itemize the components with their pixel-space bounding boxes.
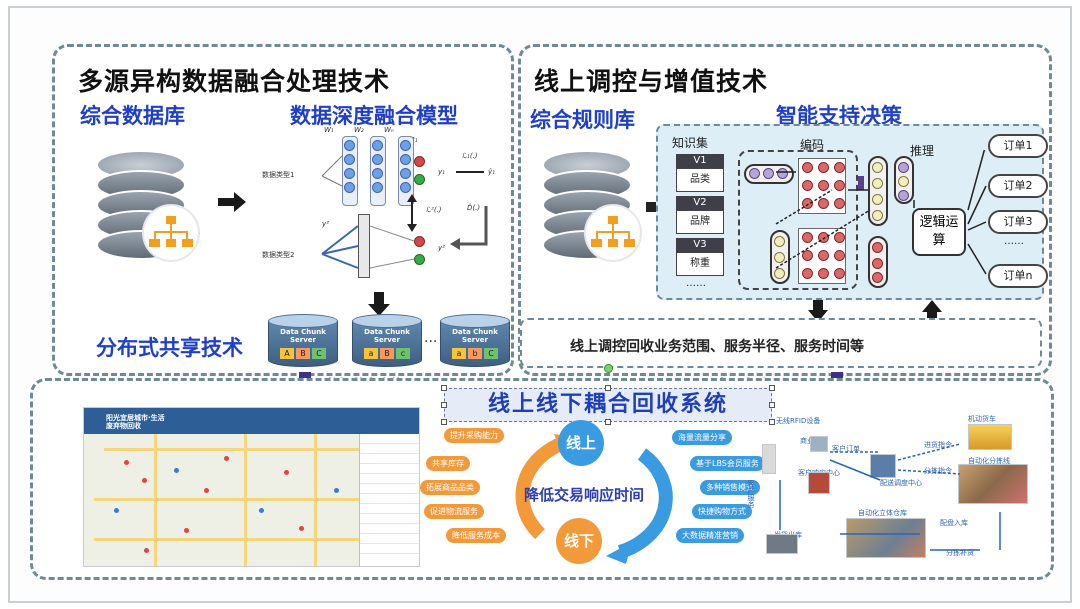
right-tag-1: 海量流量分享: [672, 430, 732, 445]
resize-handle[interactable]: [441, 402, 447, 408]
shipping-truck-photo: [766, 534, 798, 554]
offline-node: 线下: [556, 518, 602, 564]
sorting-line-photo: [958, 464, 1028, 504]
arrow-up-icon: [922, 300, 942, 322]
resize-handle[interactable]: [769, 419, 775, 425]
online-node: 线上: [558, 420, 604, 466]
map-list: [359, 434, 419, 566]
order-n: 订单n: [988, 264, 1048, 288]
rules-heading: 综合规则库: [530, 108, 635, 132]
left-tag-4: 促进物流服务: [424, 504, 484, 519]
right-tag-4: 快捷购物方式: [692, 504, 752, 519]
order-3: 订单3: [988, 210, 1048, 234]
connector-square: [646, 202, 658, 212]
v1-label: 品类: [676, 168, 724, 192]
warehouse-photo: [846, 518, 926, 558]
dispatch-center-photo: [870, 454, 896, 478]
cycle-center-label: 降低交易响应时间: [524, 486, 645, 504]
resize-handle[interactable]: [605, 419, 611, 425]
arrow-down-icon: [808, 300, 828, 322]
resize-handle[interactable]: [441, 419, 447, 425]
resize-handle[interactable]: [769, 385, 775, 391]
right-tag-5: 大数据精准营销: [676, 528, 744, 543]
encode-region: [738, 150, 858, 290]
info-box: [520, 318, 1042, 368]
arrow-down-icon: [368, 292, 390, 316]
rules-org-chart-icon: [586, 206, 640, 260]
left-tag-5: 降低服务成本: [446, 528, 506, 543]
right-tag-3: 多种销售模式: [700, 480, 760, 495]
coupled-system-title[interactable]: 线上线下耦合回收系统: [444, 388, 772, 422]
v3-label: 称重: [676, 252, 724, 276]
left-tag-1: 提升采购能力: [444, 428, 504, 443]
v2-box: V2: [676, 196, 724, 210]
fusion-model-diagram: W₁ W₂ Wₙ B₁ 数据类型1 数据类型2 y₁ ℒ₁(.) ŷ₁ y² y…: [262, 126, 495, 294]
logic-operation: 逻辑运算: [912, 208, 966, 256]
fusion-model-heading: 数据深度融合模型: [290, 104, 458, 128]
infer-pill-1: [868, 156, 888, 226]
map-header: 阳光宜居城市·生活废弃物回收: [84, 408, 419, 434]
decision-connectors: [775, 150, 987, 275]
knowledge-set-label: 知识集: [672, 136, 709, 150]
arrow-right-icon: [218, 192, 246, 212]
v1-box: V1: [676, 154, 724, 168]
distributed-sharing-heading: 分布式共享技术: [96, 336, 243, 360]
encode-label: 编码: [800, 138, 825, 152]
marker: [858, 176, 864, 190]
servers-ellipsis: ···: [424, 334, 438, 350]
order-2: 订单2: [988, 174, 1048, 198]
online-control-info: 线上调控回收业务范围、服务半径、服务时间等: [570, 339, 864, 355]
resize-handle[interactable]: [769, 402, 775, 408]
left-tag-3: 拓展商品品类: [420, 480, 480, 495]
truck-photo: [968, 424, 1012, 450]
left-tag-2: 共享库存: [426, 456, 470, 471]
selection-rotate-handle[interactable]: [604, 364, 613, 373]
infer-label: 推理: [910, 144, 935, 158]
data-fusion-title: 多源异构数据融合处理技术: [78, 67, 391, 96]
orders-more: ……: [1004, 236, 1024, 247]
v-more: ……: [686, 278, 706, 289]
resize-handle[interactable]: [441, 385, 447, 391]
person-icon: [762, 444, 776, 474]
right-tag-2: 基于LBS会员服务: [690, 456, 765, 471]
online-control-title: 线上调控与增值技术: [534, 67, 769, 96]
resize-handle[interactable]: [605, 385, 611, 391]
database-icon: [96, 150, 186, 260]
v3-box: V3: [676, 238, 724, 252]
flow-arrows: [779, 443, 1001, 551]
recycling-map-screenshot: 阳光宜居城市·生活废弃物回收: [83, 407, 420, 567]
org-chart-icon: [144, 206, 198, 260]
website-photo: [810, 436, 828, 452]
database-heading: 综合数据库: [80, 104, 185, 128]
response-center-photo: [808, 472, 830, 494]
v2-label: 品牌: [676, 210, 724, 234]
order-1: 订单1: [988, 134, 1048, 158]
